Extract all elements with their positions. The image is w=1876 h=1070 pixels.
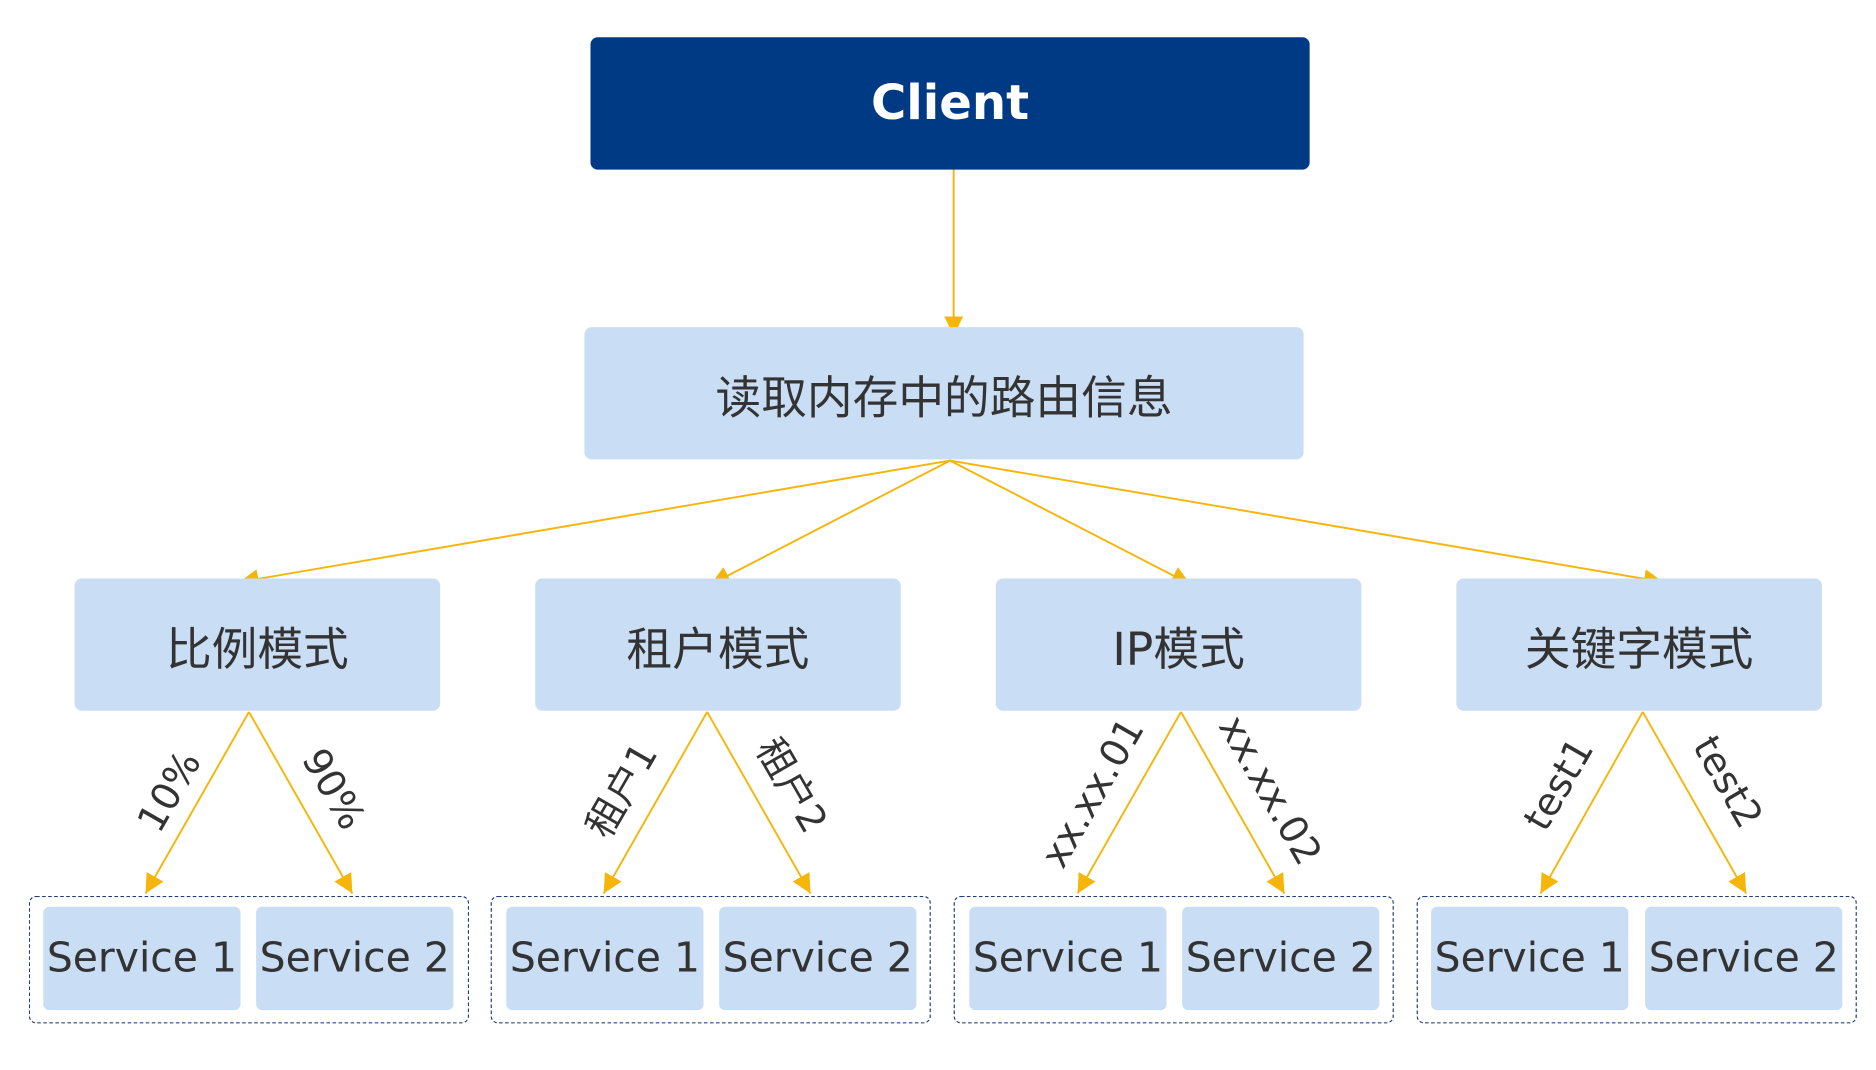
router-to-mode-2-arrow <box>710 459 951 586</box>
router-to-mode-4-arrow <box>949 459 1664 589</box>
router-to-mode-1-arrow <box>239 459 951 589</box>
service-group <box>490 895 931 1024</box>
service-1-node: Service 1 <box>506 906 704 1011</box>
mode-4-to-service-1-arrow <box>1539 711 1644 895</box>
service-2-node: Service 2 <box>719 906 917 1011</box>
mode-3-to-service-2-arrow <box>1180 711 1286 895</box>
router-label: 读取内存中的路由信息 <box>715 371 1173 424</box>
mode-label: 租户模式 <box>626 622 810 676</box>
service-group <box>1416 895 1857 1024</box>
mode-2-to-service-1-arrow <box>602 711 708 895</box>
service-2-node: Service 2 <box>1645 906 1843 1011</box>
router-to-mode-3-arrow <box>949 459 1192 586</box>
client-label: Client <box>870 75 1030 132</box>
mode-label: 比例模式 <box>165 622 349 676</box>
mode-label: 关键字模式 <box>1524 622 1754 676</box>
mode-node-ratio: 比例模式 <box>74 578 441 711</box>
mode-node-keyword: 关键字模式 <box>1456 578 1822 711</box>
router-node: 读取内存中的路由信息 <box>584 327 1304 460</box>
service-group <box>28 895 470 1024</box>
service-group <box>953 895 1394 1024</box>
mode-4-to-service-2-arrow <box>1641 711 1748 895</box>
mode-node-ip: IP模式 <box>995 578 1362 711</box>
service-1-node: Service 1 <box>1431 906 1629 1011</box>
service-1-node: Service 1 <box>969 906 1167 1011</box>
mode-1-to-service-2-arrow <box>248 711 354 895</box>
mode-3-to-service-1-arrow <box>1076 711 1182 895</box>
mode-label: IP模式 <box>1112 622 1245 676</box>
service-2-node: Service 2 <box>1182 906 1380 1011</box>
service-2-node: Service 2 <box>256 906 454 1011</box>
mode-1-to-service-1-arrow <box>144 711 250 895</box>
mode-2-to-service-2-arrow <box>706 711 812 895</box>
service-1-node: Service 1 <box>43 906 241 1011</box>
mode-node-tenant: 租户模式 <box>535 578 901 711</box>
client-node: Client <box>590 37 1310 170</box>
